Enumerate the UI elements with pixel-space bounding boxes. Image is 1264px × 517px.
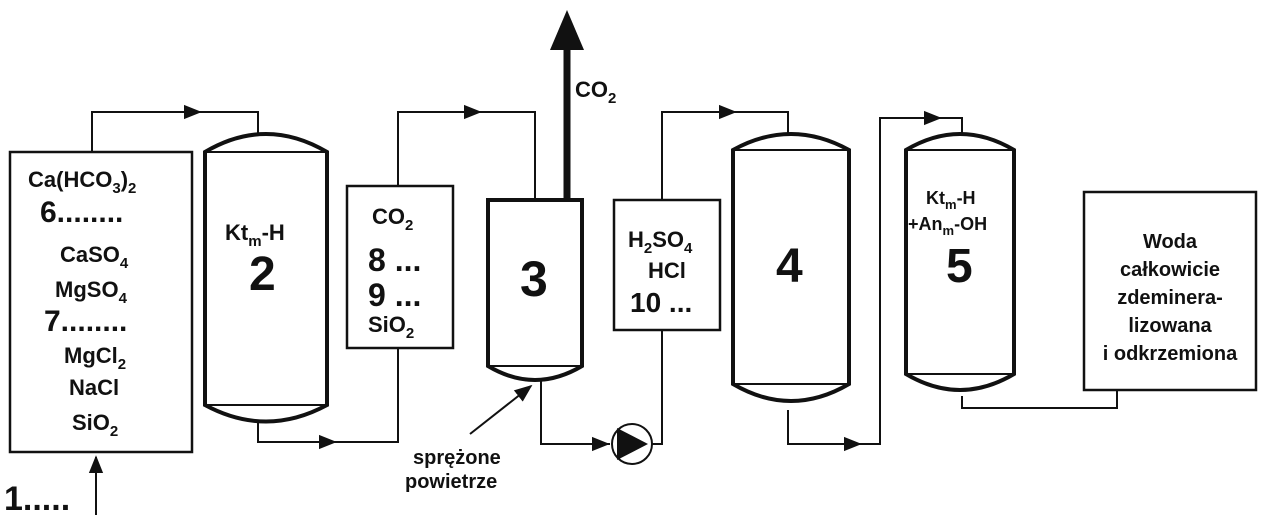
- column-2-number: 2: [249, 248, 276, 301]
- column-2: [203, 132, 329, 424]
- product-box: [1082, 190, 1258, 392]
- flow-3-to-pump: [540, 380, 610, 445]
- column-5-number: 5: [946, 240, 973, 293]
- air-arrow: [469, 384, 533, 435]
- feed-nacl: NaCl: [69, 375, 119, 400]
- product-line-2: całkowicie: [1120, 259, 1220, 281]
- column-5: [904, 132, 1016, 392]
- after-sio2: SiO2: [368, 312, 414, 342]
- column-4: [731, 132, 851, 403]
- feed-blank-1: 1.....: [4, 480, 70, 517]
- flow-4-to-5: [787, 117, 963, 445]
- feed-sio2: SiO2: [72, 410, 118, 440]
- regen-blank-10: 10 ...: [630, 287, 692, 318]
- feed-blank-6: 6........: [40, 196, 123, 229]
- pump: [611, 423, 653, 465]
- column-5-line1: Ktm-H: [926, 188, 976, 212]
- compressed-air-label-1: sprężone: [413, 447, 501, 469]
- after-co2: CO2: [372, 204, 413, 234]
- co2-outlet-label: CO2: [575, 77, 616, 107]
- after-blank-8: 8 ...: [368, 242, 421, 278]
- feed-mgcl2: MgCl2: [64, 343, 126, 373]
- co2-outlet-arrowhead: [550, 10, 584, 50]
- flow-pump-up: [652, 330, 663, 445]
- compressed-air-label-2: powietrze: [405, 471, 497, 493]
- degasser-number: 3: [520, 251, 548, 307]
- flow-5-to-product: [961, 390, 1118, 409]
- product-line-5: i odkrzemiona: [1103, 343, 1238, 365]
- product-line-4: lizowana: [1128, 315, 1212, 337]
- regenerant-box: [612, 198, 722, 332]
- feed-caso4: CaSO4: [60, 242, 129, 272]
- product-line-3: zdeminera-: [1117, 287, 1223, 309]
- column-2-label: Ktm-H: [225, 220, 285, 250]
- after-blank-9: 9 ...: [368, 277, 421, 313]
- feed-water-box: [8, 150, 194, 454]
- after-cation-box: [345, 184, 455, 350]
- flow-lines: [88, 104, 1118, 515]
- feed-ca-hco3-2: Ca(HCO3)2: [28, 167, 136, 197]
- regen-hcl: HCl: [648, 258, 686, 283]
- column-4-number: 4: [776, 240, 803, 293]
- feed-blank-7: 7........: [44, 305, 127, 338]
- column-5-line2: +Anm-OH: [908, 214, 987, 238]
- feed-mgso4: MgSO4: [55, 277, 128, 307]
- degasser-3: [486, 198, 584, 382]
- product-line-1: Woda: [1143, 231, 1198, 253]
- regen-h2so4: H2SO4: [628, 227, 693, 257]
